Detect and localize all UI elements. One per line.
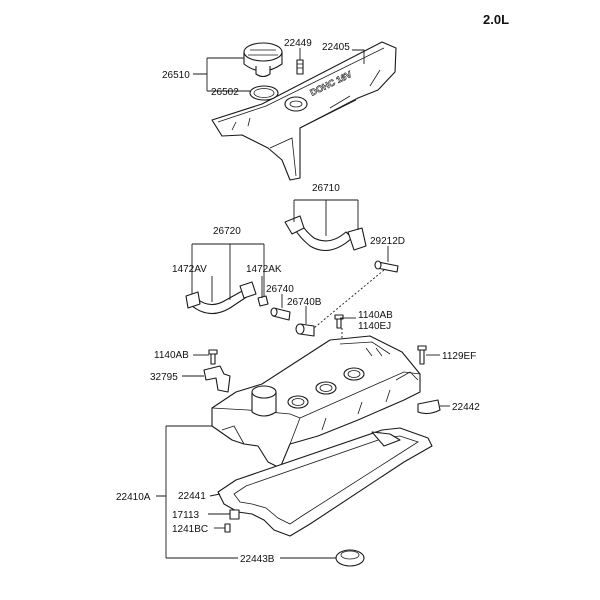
engine-cover: DOHC 16V	[211, 41, 397, 181]
label-32795: 32795	[150, 372, 178, 383]
label-17113: 17113	[172, 510, 200, 521]
label-22410A: 22410A	[116, 492, 151, 503]
wiring-bracket	[203, 365, 231, 393]
pcv-hose-upper	[284, 215, 367, 252]
engine-version-label: 2.0L	[483, 12, 509, 27]
label-1472AV: 1472AV	[172, 264, 207, 275]
label-1140AB-top: 1140AB	[358, 310, 393, 321]
cover-bolt	[296, 59, 304, 75]
label-29212D: 29212D	[370, 236, 405, 247]
leader-lines	[156, 48, 450, 559]
breather-pipe	[374, 260, 399, 273]
spacer-17113	[229, 509, 240, 520]
label-1472AK: 1472AK	[246, 264, 282, 275]
half-moon-seal	[417, 399, 441, 415]
label-dashes	[211, 276, 263, 302]
label-1129EF: 1129EF	[442, 351, 476, 362]
label-22443B: 22443B	[240, 554, 275, 565]
label-26740: 26740	[266, 284, 294, 295]
label-26502: 26502	[211, 87, 239, 98]
cylinder-head-cover	[211, 335, 421, 469]
label-26740B: 26740B	[287, 297, 322, 308]
head-cover-gasket	[217, 427, 433, 537]
label-22441: 22441	[178, 491, 206, 502]
plug-22443B	[335, 549, 365, 567]
bolt-1129EF	[417, 345, 427, 365]
label-26720: 26720	[213, 226, 241, 237]
label-1241BC: 1241BC	[172, 524, 208, 535]
label-22449: 22449	[284, 38, 312, 49]
label-1140EJ: 1140EJ	[358, 321, 391, 332]
label-26510: 26510	[162, 70, 190, 81]
label-22442: 22442	[452, 402, 480, 413]
pcv-hose-lower	[185, 281, 269, 315]
bolt-1140AB-left	[208, 349, 218, 365]
label-22405: 22405	[322, 42, 350, 53]
label-26710: 26710	[312, 183, 340, 194]
cap-gasket-ring	[249, 85, 279, 101]
label-1140AB-left: 1140AB	[154, 350, 189, 361]
bolt-1140AB-top	[334, 314, 344, 329]
oil-filler-cap	[243, 42, 283, 78]
screw-1241BC	[224, 523, 231, 533]
pcv-grommet	[295, 323, 315, 337]
part-labels: 22449 22405 26510 26502 26710 29212D 267…	[116, 38, 480, 565]
brand-emblem-icon	[284, 96, 308, 112]
pcv-valve	[270, 307, 291, 321]
